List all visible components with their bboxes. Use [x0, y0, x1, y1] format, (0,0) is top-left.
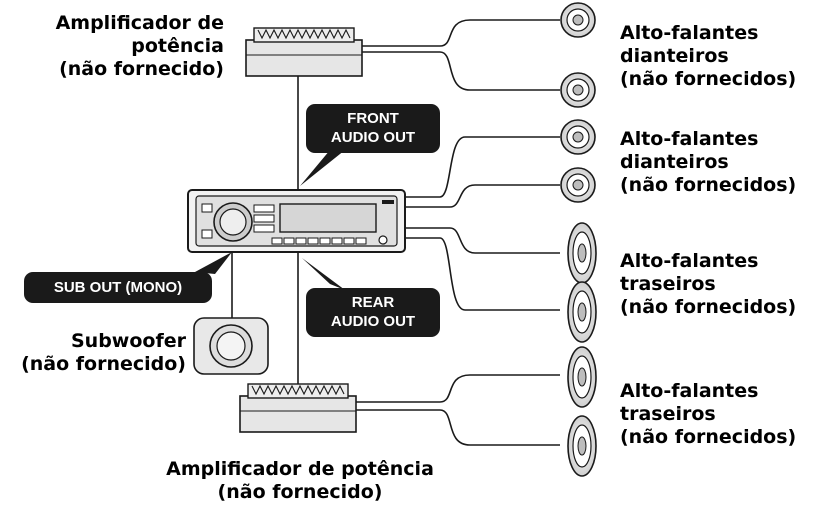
- label-line: Subwoofer: [71, 330, 186, 352]
- label-line: Amplificador de potência: [166, 458, 434, 480]
- wire-unit-to-rear-1a: [405, 227, 560, 254]
- speaker-rear-4-icon: [567, 415, 597, 477]
- front-badge-pointer: [300, 150, 345, 186]
- label-line: traseiros: [620, 273, 716, 295]
- wire-unit-to-front-2a: [405, 136, 560, 198]
- head-unit: [187, 189, 406, 253]
- label-line: dianteiros: [620, 151, 729, 173]
- wire-unit-to-front-2b: [405, 184, 560, 208]
- label-rear-speakers-2: Alto-falantes traseiros (não fornecidos): [620, 380, 810, 449]
- amplifier-top: [245, 27, 363, 77]
- label-line: potência: [131, 35, 224, 57]
- label-line: (não fornecidos): [620, 68, 797, 90]
- badge-sub-out: SUB OUT (MONO): [24, 272, 212, 303]
- badge-line: AUDIO OUT: [330, 129, 416, 146]
- speaker-front-3-icon: [560, 119, 596, 155]
- speaker-rear-1-icon: [567, 222, 597, 284]
- label-line: Amplificador de: [55, 12, 224, 34]
- label-line: Alto-falantes: [620, 128, 759, 150]
- subwoofer-icon: [193, 317, 269, 375]
- label-front-speakers-1: Alto-falantes dianteiros (não fornecidos…: [620, 22, 810, 91]
- wire-amp-bottom-to-rear-2a: [355, 374, 560, 403]
- label-line: (não fornecidos): [620, 296, 797, 318]
- label-line: (não fornecido): [59, 58, 224, 80]
- wire-amp-top-to-front-1b: [362, 51, 560, 91]
- speaker-front-2-icon: [560, 72, 596, 108]
- label-subwoofer: Subwoofer (não fornecido): [4, 330, 186, 376]
- rear-badge-pointer: [302, 258, 345, 290]
- badge-rear-audio-out: REAR AUDIO OUT: [306, 288, 440, 337]
- wires: [231, 19, 560, 446]
- speaker-front-1-icon: [560, 2, 596, 38]
- preset-buttons: [271, 237, 367, 245]
- wire-amp-bottom-to-rear-2b: [355, 409, 560, 446]
- badge-line: FRONT: [347, 110, 399, 127]
- sub-badge-pointer: [195, 252, 232, 274]
- wire-amp-top-to-front-1a: [362, 19, 560, 47]
- label-amplifier-top: Amplificador de potência (não fornecido): [20, 12, 224, 81]
- label-line: dianteiros: [620, 45, 729, 67]
- label-line: Alto-falantes: [620, 380, 759, 402]
- speaker-rear-2-icon: [567, 281, 597, 343]
- badge-line: SUB OUT (MONO): [53, 279, 183, 296]
- label-line: traseiros: [620, 403, 716, 425]
- display-screen: [279, 203, 377, 233]
- badge-pointers: [195, 150, 345, 290]
- label-line: (não fornecidos): [620, 174, 797, 196]
- label-amplifier-bottom: Amplificador de potência (não fornecido): [150, 458, 450, 504]
- speaker-front-4-icon: [560, 167, 596, 203]
- badge-line: AUDIO OUT: [330, 313, 416, 330]
- label-line: (não fornecido): [21, 353, 186, 375]
- label-rear-speakers-1: Alto-falantes traseiros (não fornecidos): [620, 250, 810, 319]
- badge-line: REAR: [351, 294, 395, 311]
- amplifier-bottom: [239, 383, 357, 433]
- label-line: (não fornecido): [217, 481, 383, 503]
- badge-front-audio-out: FRONT AUDIO OUT: [306, 104, 440, 153]
- label-line: Alto-falantes: [620, 22, 759, 44]
- label-line: (não fornecidos): [620, 426, 797, 448]
- label-line: Alto-falantes: [620, 250, 759, 272]
- speaker-rear-3-icon: [567, 346, 597, 408]
- wire-unit-to-rear-1b: [405, 237, 560, 311]
- label-front-speakers-2: Alto-falantes dianteiros (não fornecidos…: [620, 128, 810, 197]
